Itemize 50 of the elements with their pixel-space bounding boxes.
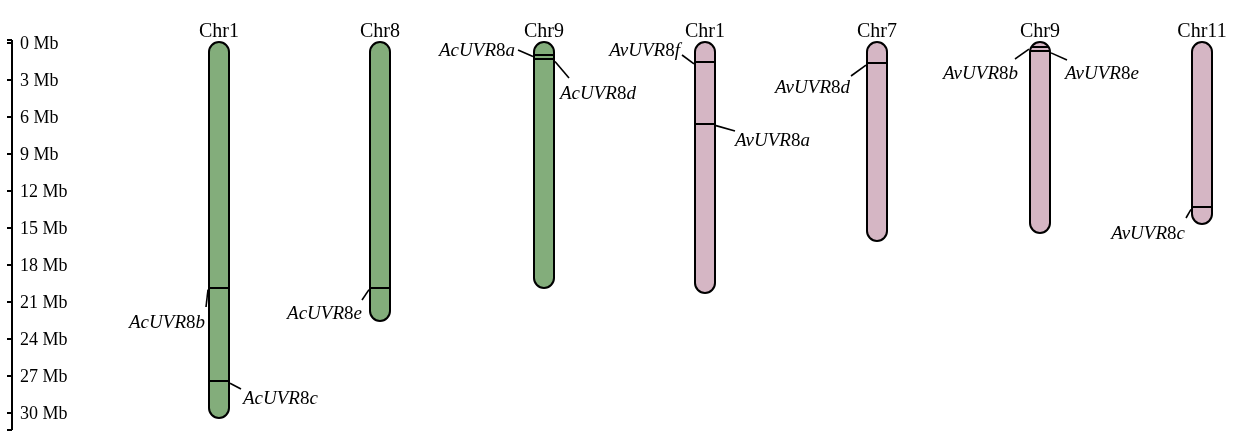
gene-label: AvUVR8d — [775, 76, 850, 98]
gene-label: AcUVR8d — [560, 82, 636, 104]
band-line — [371, 286, 389, 289]
scale-label: 24 Mb — [20, 328, 68, 349]
chromosome-label: Chr1 — [685, 19, 725, 41]
band-line — [868, 62, 886, 65]
scale-label: 9 Mb — [20, 143, 59, 164]
leader-line — [681, 54, 695, 65]
chromosome-label: Chr11 — [1177, 19, 1227, 41]
chromosome-label: Chr9 — [1020, 19, 1060, 41]
leader-line — [715, 124, 736, 132]
gene-label: AvUVR8e — [1065, 62, 1139, 84]
chromosome-label: Chr7 — [857, 19, 897, 41]
band-line — [696, 60, 714, 63]
gene-label: AvUVR8c — [1111, 222, 1185, 244]
scale-label: 21 Mb — [20, 291, 68, 312]
scale-label: 18 Mb — [20, 254, 68, 275]
gene-label: AcUVR8a — [439, 39, 515, 61]
gene-label: AvUVR8f — [609, 39, 680, 61]
leader-line — [1014, 48, 1030, 60]
leader-line — [361, 288, 370, 301]
scale-label: 30 Mb — [20, 402, 68, 423]
band-line — [1031, 46, 1049, 49]
gene-label: AvUVR8a — [735, 129, 810, 151]
gene-label: AcUVR8b — [129, 311, 205, 333]
band-line — [1031, 49, 1049, 52]
band-line — [535, 53, 553, 56]
chromosome-label: Chr1 — [199, 19, 239, 41]
leader-line — [1185, 208, 1192, 219]
chromosome-label: Chr8 — [360, 19, 400, 41]
band-line — [210, 380, 228, 383]
band-line — [1193, 206, 1211, 209]
gene-label: AcUVR8c — [243, 387, 318, 409]
band-line — [535, 58, 553, 61]
scale-label: 3 Mb — [20, 70, 59, 90]
leader-line — [1050, 52, 1068, 61]
gene-label: AvUVR8b — [943, 62, 1018, 84]
chromosome-label: Chr9 — [524, 19, 564, 41]
leader-line — [850, 64, 867, 77]
leader-line — [517, 49, 534, 58]
leader-line — [554, 60, 570, 79]
leader-line — [229, 382, 242, 390]
scale-label: 6 Mb — [20, 106, 59, 127]
scale-label: 15 Mb — [20, 217, 68, 238]
scale-label: 12 Mb — [20, 180, 68, 201]
scale-label: 0 Mb — [20, 33, 59, 53]
gene-label: AcUVR8e — [287, 302, 362, 324]
band-line — [210, 286, 228, 289]
scale-label: 27 Mb — [20, 365, 68, 386]
band-line — [696, 122, 714, 125]
